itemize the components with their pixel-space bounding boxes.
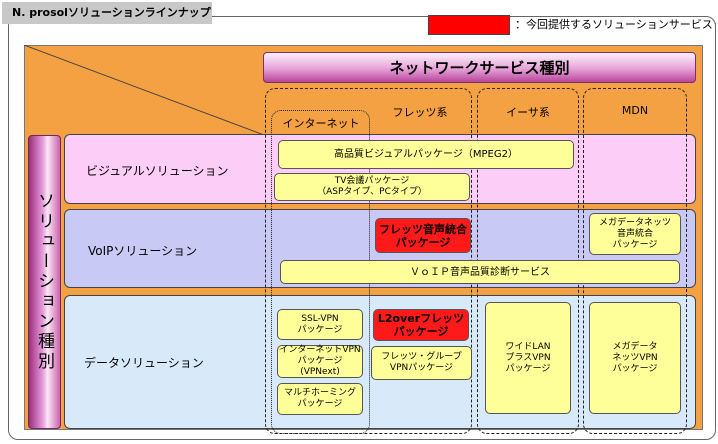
- page-title-overlay: N. prosolソリューションラインナップ: [2, 2, 212, 24]
- column-label-internet: インターネット: [282, 117, 360, 130]
- box-internet-vpn-package: インターネットVPN パッケージ(VPNext): [277, 345, 363, 378]
- solution-axis-bar: [28, 135, 61, 429]
- box-flets-voice-package: フレッツ音声統合 パッケージ: [375, 218, 471, 253]
- column-label-flets: フレッツ系: [392, 106, 448, 119]
- column-label-ether: イーサ系: [506, 106, 550, 119]
- box-mega-data-vpn-package: メガデータ ネッツVPN パッケージ: [589, 302, 681, 414]
- box-mega-data-voice-package: メガデータネッツ 音声統合 パッケージ: [589, 213, 681, 255]
- box-flets-group-vpn-package: フレッツ・グループ VPNパッケージ: [371, 346, 472, 380]
- box-l2over-flets-package: L2overフレッツ パッケージ: [373, 309, 469, 341]
- legend-swatch: [428, 15, 510, 35]
- column-label-mdn: MDN: [621, 104, 649, 117]
- solution-axis-label: ソリューション種別: [34, 192, 54, 372]
- box-voip-quality-diagnosis: ＶｏＩＰ音声品質診断サービス: [280, 260, 680, 284]
- box-tv-conference-package: TV会議パッケージ （ASPタイプ、PCタイプ）: [274, 173, 470, 201]
- corner-diagonal: [24, 45, 264, 135]
- network-service-header: ネットワークサービス種別: [263, 52, 696, 83]
- box-hq-visual-package: 高品質ビジュアルパッケージ（MPEG2）: [278, 140, 574, 169]
- band-label-data: データソリューション: [84, 356, 204, 370]
- band-label-visual: ビジュアルソリューション: [86, 164, 229, 178]
- box-multihoming-package: マルチホーミング パッケージ: [277, 383, 363, 415]
- legend-label: ：今回提供するソリューションサービス: [515, 18, 713, 31]
- box-ssl-vpn-package: SSL-VPN パッケージ: [277, 309, 363, 340]
- box-wide-lan-plus-vpn-package: ワイドLAN プラスVPN パッケージ: [485, 302, 571, 414]
- band-label-voip: VoIPソリューション: [88, 244, 198, 258]
